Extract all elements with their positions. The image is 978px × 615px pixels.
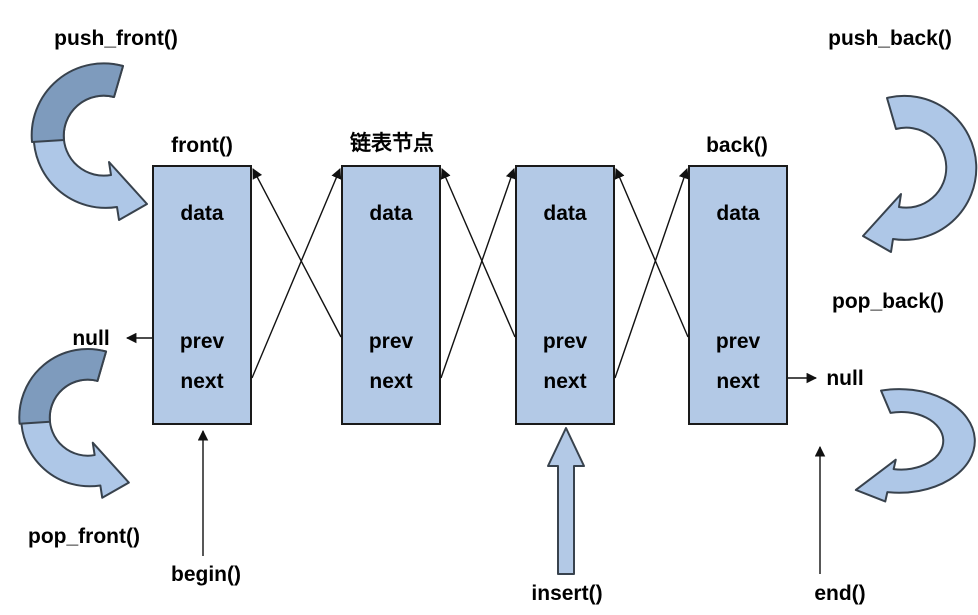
list-node-2: data prev next [341,165,441,425]
data-field: data [716,202,760,225]
null-right-label: null [826,367,864,390]
pop-front-curved-arrow [19,349,129,498]
pop-front-label: pop_front() [28,525,140,548]
next-pointer-arrow-1 [251,168,342,379]
insert-label: insert() [531,582,603,605]
push-back-label: push_back() [828,27,952,50]
push-front-label: push_front() [54,27,178,50]
list-node-3: data prev next [515,165,615,425]
next-field: next [716,370,760,393]
next-field: next [180,370,224,393]
pop-back-curved-arrow [856,389,975,501]
back-label: back() [706,134,768,157]
push-back-curved-arrow [863,96,976,252]
prev-field: prev [542,330,588,353]
prev-field: prev [179,330,225,353]
push-front-curved-arrow [32,63,147,220]
next-pointer-arrow-2 [440,168,516,379]
next-field: next [369,370,413,393]
front-label: front() [171,134,233,157]
prev-pointer-arrow-3 [440,168,516,338]
prev-field: prev [368,330,414,353]
data-field: data [369,202,413,225]
prev-field: prev [715,330,761,353]
list-node-1: data prev next [152,165,252,425]
list-node-4: data prev next [688,165,788,425]
prev-pointer-arrow-2 [252,168,342,338]
data-field: data [180,202,224,225]
node-title-label: 链表节点 [350,132,434,155]
next-field: next [543,370,587,393]
next-pointer-arrow-3 [614,168,689,379]
data-field: data [543,202,587,225]
null-left-label: null [72,327,110,350]
begin-label: begin() [171,563,241,586]
end-label: end() [814,582,866,605]
pop-back-label: pop_back() [831,290,945,313]
prev-pointer-arrow-4 [614,168,689,338]
insert-block-arrow [547,427,585,575]
